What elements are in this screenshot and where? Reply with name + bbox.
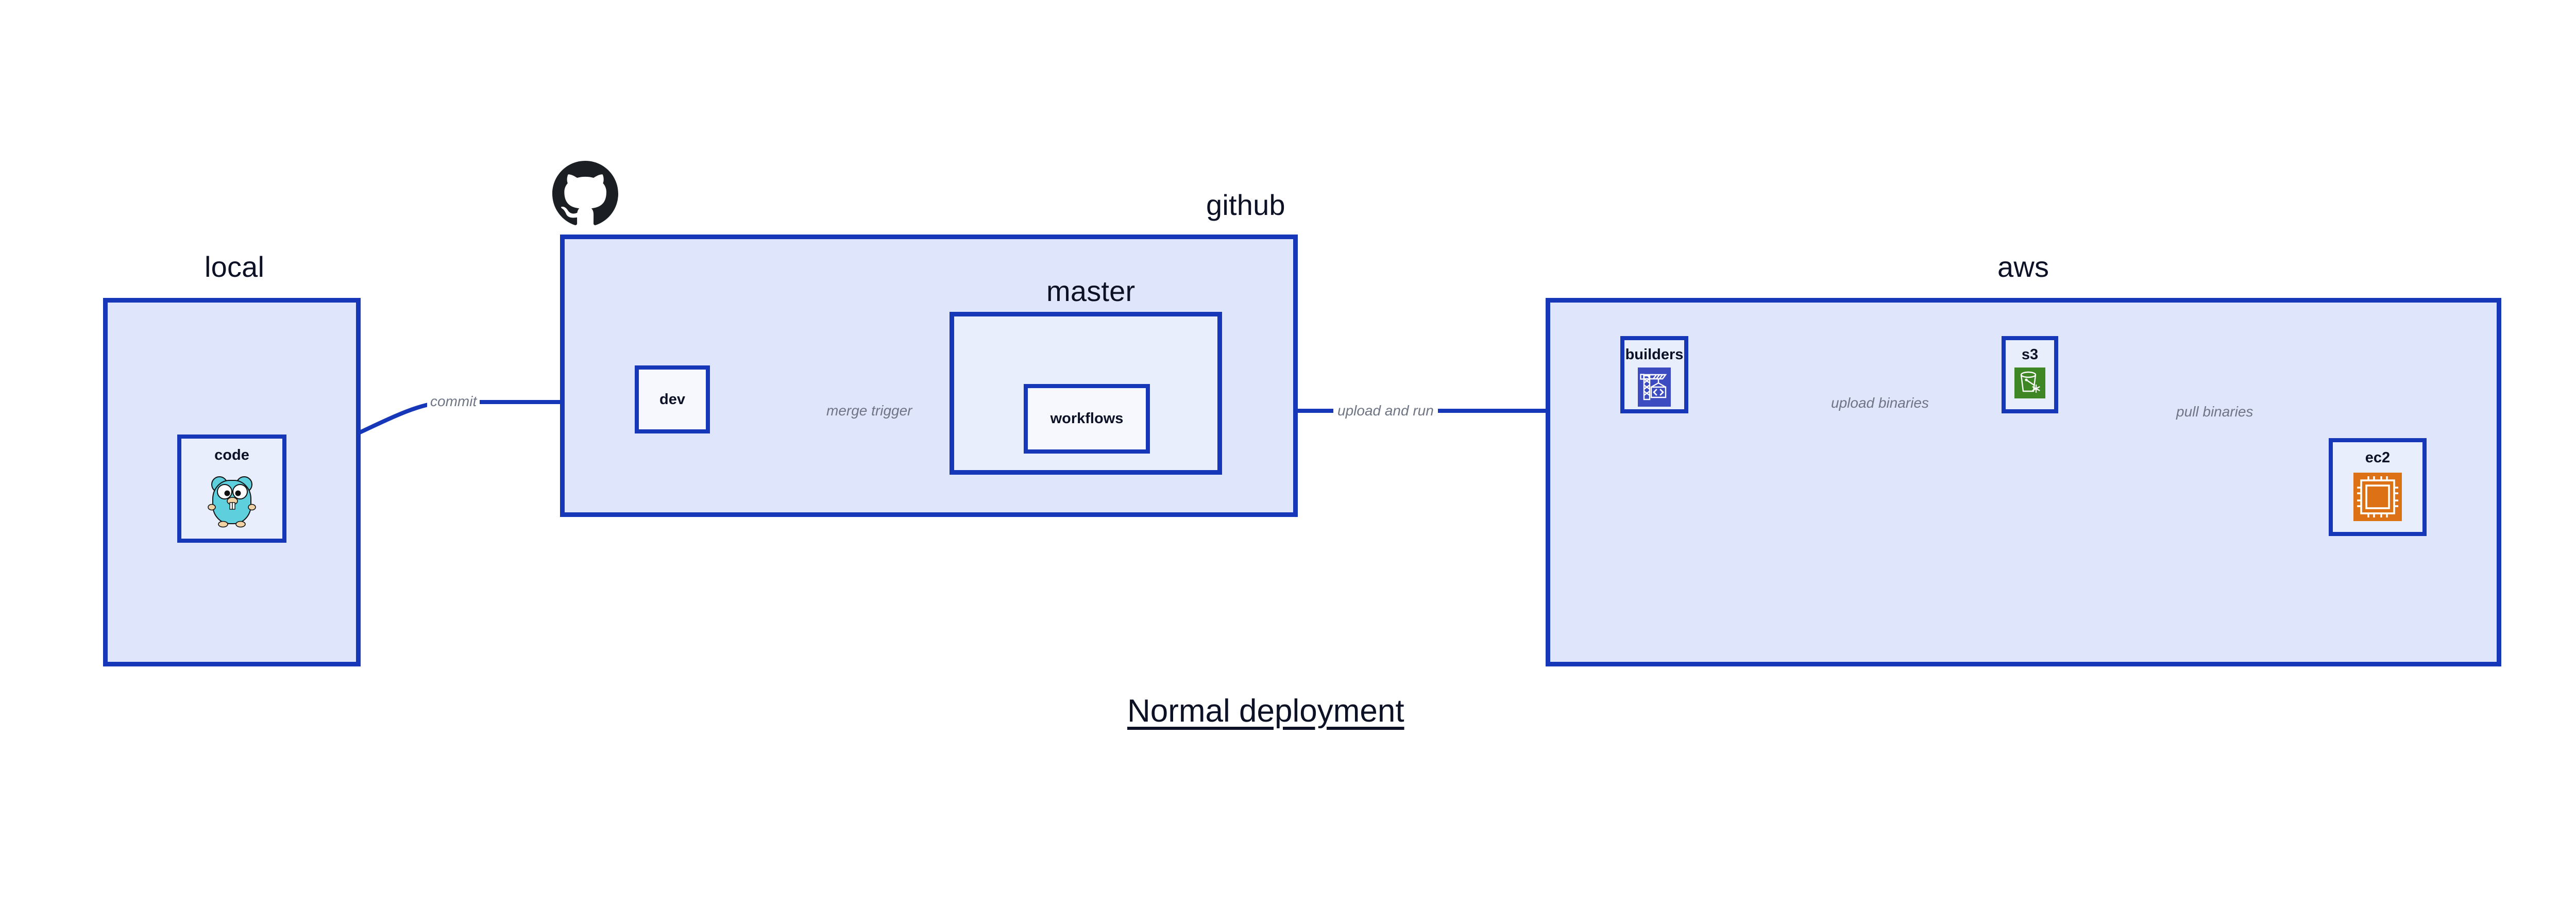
go-gopher-icon [207,470,257,528]
group-label-github: github [1206,189,1285,221]
node-builders-label: builders [1625,346,1684,363]
node-code-label: code [214,447,249,463]
edge-label-pull-binaries: pull binaries [2172,405,2258,419]
node-code[interactable]: code [177,435,286,543]
node-ec2-label: ec2 [2365,449,2391,466]
edge-label-upload-binaries: upload binaries [1827,396,1933,410]
node-workflows-label: workflows [1050,410,1124,427]
node-builders[interactable]: builders [1620,336,1688,413]
node-ec2[interactable]: ec2 [2329,438,2427,536]
group-label-local: local [205,250,265,283]
edge-label-upload-and-run: upload and run [1333,404,1438,418]
aws-ec2-chip-icon [2353,473,2402,521]
aws-s3-bucket-icon [2014,368,2045,398]
node-s3-label: s3 [2021,346,2039,363]
github-octocat-icon [552,161,618,227]
node-workflows[interactable]: workflows [1024,384,1150,454]
aws-builders-crane-icon [1638,368,1671,407]
diagram-title: Normal deployment [1127,693,1404,729]
node-dev-label: dev [659,391,685,408]
edge-label-merge-trigger: merge trigger [822,404,917,418]
subgroup-label-master: master [1046,275,1136,307]
node-dev[interactable]: dev [635,365,710,433]
group-label-aws: aws [1997,250,2049,283]
node-s3[interactable]: s3 [2002,336,2058,413]
edge-label-commit: commit [427,394,480,409]
